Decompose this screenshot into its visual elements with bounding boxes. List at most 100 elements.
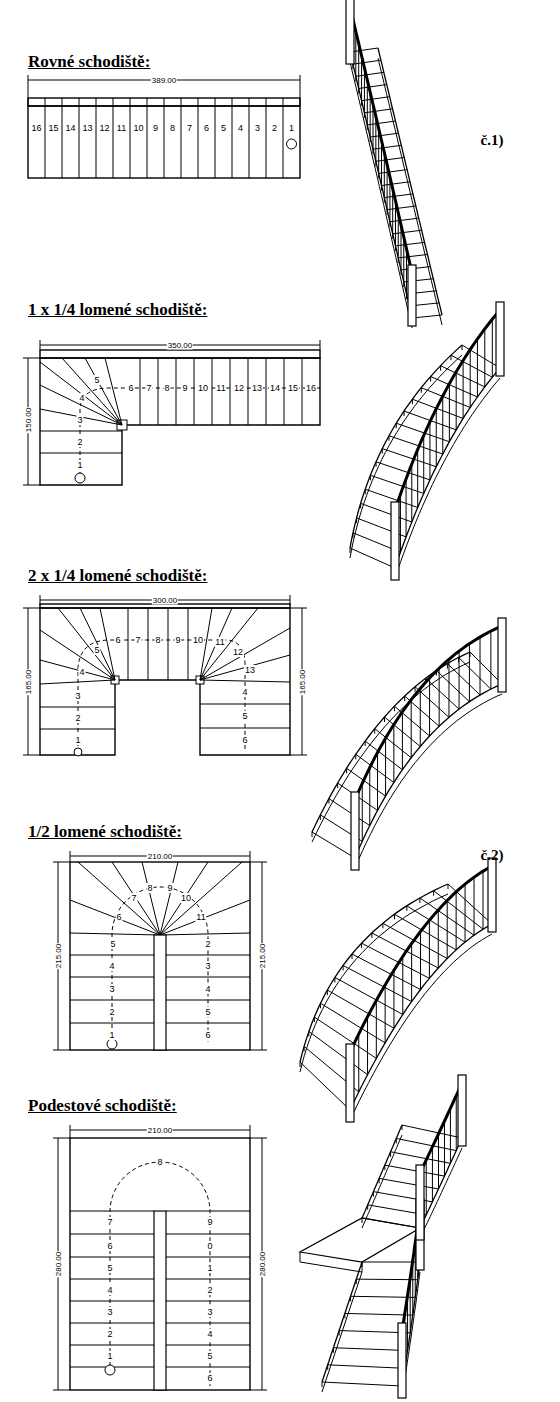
- tread-line: [426, 678, 459, 709]
- step-number: 2: [74, 713, 81, 723]
- tread-line: [70, 1234, 154, 1235]
- handrail: [420, 1083, 462, 1173]
- tread-line: [393, 230, 422, 234]
- baluster-mark: [181, 98, 182, 106]
- step-number: 7: [130, 893, 137, 903]
- winder-line: [200, 608, 232, 680]
- riser-line: [373, 149, 374, 154]
- winder-line: [160, 900, 250, 935]
- winder-line: [62, 358, 122, 425]
- riser-line: [373, 1192, 374, 1197]
- baluster: [474, 877, 475, 935]
- step-number: 1: [108, 1030, 115, 1040]
- step-number: 4: [241, 687, 248, 697]
- tread-line: [447, 664, 480, 695]
- riser-line: [344, 1313, 345, 1318]
- winder-line: [200, 628, 290, 680]
- step-number: 9: [181, 383, 188, 393]
- riser-line: [412, 399, 413, 404]
- step-number: 12: [98, 123, 110, 133]
- newel-post: [351, 792, 359, 870]
- baluster-mark: [249, 98, 250, 106]
- riser-line: [451, 355, 452, 360]
- step-number: 1: [106, 1351, 113, 1361]
- newel-post: [416, 1165, 424, 1240]
- handrail: [350, 7, 412, 273]
- winder-line: [100, 608, 115, 680]
- tread-line: [356, 72, 384, 76]
- step-number: 10: [197, 383, 209, 393]
- tread-line: [436, 671, 469, 702]
- stringer: [300, 884, 448, 1062]
- baluster: [377, 752, 378, 810]
- riser-line: [320, 815, 321, 820]
- step-number: 8: [154, 635, 161, 645]
- riser-line: [406, 294, 407, 299]
- tread-line: [451, 355, 492, 377]
- riser-line: [430, 377, 431, 382]
- newel-post: [391, 502, 399, 580]
- dimension-label: 210.00: [147, 1126, 173, 1135]
- tread-line: [70, 977, 154, 978]
- start-circle: [75, 473, 85, 483]
- step-number: 5: [106, 1263, 113, 1273]
- riser-line: [374, 729, 375, 734]
- tread-line: [166, 1234, 250, 1235]
- tread-line: [198, 106, 199, 178]
- step-number: 2: [204, 939, 211, 949]
- tread-line: [420, 898, 474, 935]
- riser-line: [343, 965, 344, 970]
- step-number: 10: [132, 123, 144, 133]
- winder-line: [160, 933, 250, 935]
- riser-line: [404, 411, 405, 416]
- tread-line: [166, 1345, 250, 1346]
- riser-line: [333, 1348, 334, 1353]
- tread-line: [353, 60, 381, 64]
- section-title: Podestové schodiště:: [28, 1096, 177, 1116]
- riser-line: [448, 884, 449, 889]
- riser-line: [365, 489, 366, 494]
- step-number: 9: [206, 1217, 213, 1227]
- step-number: 12: [232, 647, 244, 657]
- baluster-mark: [300, 98, 301, 106]
- baluster: [483, 871, 484, 929]
- step-number: 4: [108, 961, 115, 971]
- tread-line: [70, 1023, 154, 1024]
- step-number: 9: [152, 123, 159, 133]
- step-number: 1: [288, 123, 295, 133]
- newel-post: [458, 1075, 466, 1146]
- newel-post: [408, 265, 416, 326]
- tread-line: [166, 1257, 250, 1258]
- step-number: 2: [106, 1329, 113, 1339]
- baluster: [429, 678, 430, 736]
- stringer: [312, 662, 470, 842]
- dimension-tick: [320, 340, 321, 350]
- tread-line: [181, 106, 182, 178]
- riser-line: [384, 1165, 385, 1170]
- riser-line: [314, 1017, 315, 1022]
- step-number: 4: [78, 667, 85, 677]
- tread-line: [249, 106, 250, 178]
- step-number: 4: [237, 123, 244, 133]
- step-number: 5: [241, 711, 248, 721]
- riser-line: [300, 1062, 301, 1067]
- baluster: [426, 1160, 427, 1215]
- winder-line: [200, 655, 290, 680]
- stair-outline: [28, 106, 300, 178]
- step-number: 3: [204, 961, 211, 971]
- baluster-mark: [96, 98, 97, 106]
- step-number: 15: [47, 123, 59, 133]
- step-number: 5: [204, 1007, 211, 1017]
- riser-line: [353, 533, 354, 538]
- tread-line: [266, 358, 267, 425]
- step-number: 7: [145, 383, 152, 393]
- tread-line: [415, 687, 449, 718]
- step-number: 3: [106, 1307, 113, 1317]
- tread-line: [329, 799, 370, 826]
- step-number: 6: [106, 1241, 113, 1251]
- tread-line: [387, 206, 416, 210]
- step-number: 7: [186, 123, 193, 133]
- baluster-mark: [79, 98, 80, 106]
- step-number: 15: [287, 383, 299, 393]
- dimension-label: 210.00: [147, 852, 173, 861]
